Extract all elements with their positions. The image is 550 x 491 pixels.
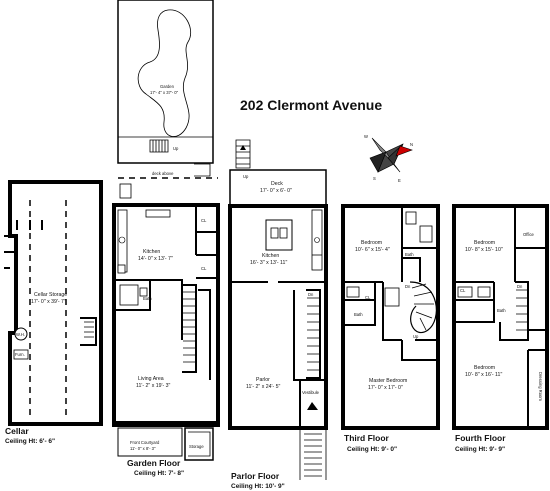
master-bedroom-name: Master Bedroom [369,378,407,384]
garden-ceiling-label: Ceiling Ht: 7'- 8" [134,470,184,477]
compass-icon: W N S E [364,134,413,183]
fourth-bedroom-1-name: Bedroom [474,240,495,246]
parlor-room-name: Parlor [256,377,270,383]
master-bedroom-dim: 17'- 0" x 17'- 0" [368,385,403,391]
fourth-floor-label: Fourth Floor [455,433,506,443]
garden-floor-label: Garden Floor [127,458,181,468]
fourth-ceiling-label: Ceiling Ht: 9'- 9" [455,446,505,453]
garden-floor-plan: Garden 17'- 4" x 37'- 0" Up deck above K… [112,0,220,477]
third-ceiling-label: Ceiling Ht: 9'- 0" [347,446,397,453]
deck-above-label: deck above [152,171,174,176]
parlor-room-dim: 11'- 2" x 24'- 5" [246,384,281,390]
compass-e: E [398,178,401,183]
parlor-up-label: Up [243,174,249,179]
parlor-dn-label: Dn [308,292,314,297]
compass-w: W [364,134,368,139]
front-courtyard-dim: 11'- 0" x 8'- 3" [130,446,156,451]
garden-bath-label: Bath [143,296,152,301]
garden-kitchen-name: Kitchen [143,249,160,255]
garden-closet-1: CL [201,218,207,223]
third-bath-2: Bath [354,312,363,317]
parlor-kitchen-name: Kitchen [262,253,279,259]
garden-up-label: Up [173,146,179,151]
fourth-bath-label: Bath [497,308,506,313]
vestibule-label: Vestibule [302,390,320,395]
storage-label: Storage [189,444,204,449]
garden-closet-2: CL [201,266,207,271]
furnace-label: Furn. [15,352,25,357]
compass-s: S [373,176,376,181]
garden-name: Garden [160,84,175,89]
fourth-bedroom-2-name: Bedroom [474,365,495,371]
living-area-dim: 11'- 2" x 19'- 3" [136,383,171,389]
front-courtyard-name: Front Courtyard [130,440,160,445]
cellar-plan: Cellar Storage 17'- 0" x 39'- 7" W.H. Fu… [4,180,103,445]
third-bath-1: Bath [405,252,414,257]
garden-kitchen-dim: 14'- 0" x 13'- 7" [138,256,173,262]
dressing-room-label: Dressing Room [538,372,543,401]
parlor-floor-plan: Deck 17'- 0" x 6'- 0" Kitchen 16'- 3" x … [228,139,328,490]
parlor-ceiling-label: Ceiling Ht: 10'- 9" [231,483,285,490]
fourth-bedroom-1-dim: 10'- 8" x 15'- 10" [465,247,503,253]
third-bedroom-dim: 10'- 6" x 15'- 4" [355,247,390,253]
living-area-name: Living Area [138,376,164,382]
parlor-floor-label: Parlor Floor [231,471,280,481]
cellar-storage-name: Cellar Storage [34,292,67,298]
garden-dim: 17'- 4" x 37'- 0" [150,90,179,95]
third-floor-label: Third Floor [344,433,390,443]
deck-name: Deck [271,181,283,187]
third-up-label: Up [413,334,419,339]
water-heater-label: W.H. [16,332,25,337]
parlor-kitchen-dim: 16'- 3" x 13'- 11" [250,260,287,266]
third-floor-plan: Bedroom 10'- 6" x 15'- 4" Bath Bath CL M… [341,204,440,453]
third-bedroom-name: Bedroom [361,240,382,246]
compass-n: N [410,142,413,147]
fourth-closet: CL [460,288,466,293]
fourth-dn-label: Dn [517,284,523,289]
third-dn-label: Dn [405,284,411,289]
office-label: Office [523,232,535,237]
fourth-bedroom-2-dim: 10'- 8" x 16'- 11" [465,372,502,378]
cellar-ceiling-label: Ceiling Ht: 6'- 6" [5,438,55,445]
fourth-floor-plan: Bedroom 10'- 8" x 15'- 10" Office Bath C… [452,204,549,453]
plan-title: 202 Clermont Avenue [240,97,382,113]
third-closet: CL [365,295,371,300]
deck-dim: 17'- 0" x 6'- 0" [260,188,292,194]
cellar-floor-label: Cellar [5,426,29,436]
cellar-storage-dim: 17'- 0" x 39'- 7" [31,299,66,305]
